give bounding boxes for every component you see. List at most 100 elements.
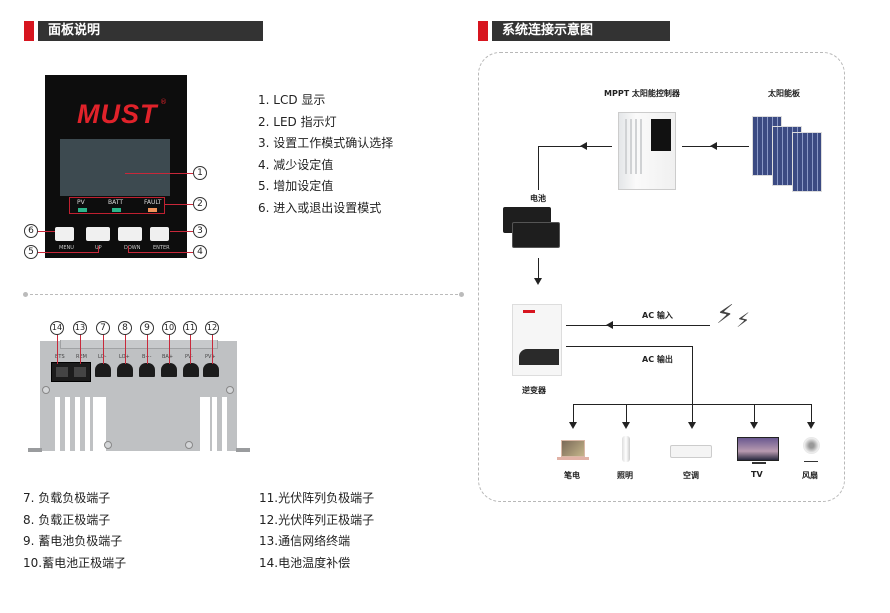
inverter-label: 逆变器: [522, 386, 546, 395]
connector-controller-battery-v: [538, 146, 539, 190]
port-label: LO-: [98, 354, 107, 360]
callout-9: 9: [140, 321, 154, 335]
system-section-header: 系统连接示意图: [478, 21, 670, 41]
appliance-label: 空调: [683, 471, 699, 480]
fan-base: [804, 461, 818, 462]
appliance-label: 照明: [617, 471, 633, 480]
heatsink-fin: [222, 397, 227, 451]
screw-icon: [42, 386, 50, 394]
mount-foot: [236, 448, 250, 452]
callout-line-14: [57, 334, 58, 364]
solar-panel-label: 太阳能板: [768, 89, 800, 98]
connector-ac-output-v: [692, 346, 693, 404]
led-label-batt: BATT: [108, 199, 123, 206]
led-label-pv: PV: [77, 199, 85, 206]
callout-14: 14: [50, 321, 64, 335]
arrow-left-icon: [710, 142, 717, 150]
enter-button: [150, 227, 169, 241]
port-label: REM: [76, 354, 87, 360]
controller-screen: [651, 119, 671, 151]
port-label: PV+: [205, 354, 216, 360]
arrow-down-icon: [688, 422, 696, 429]
legend-item: 2. LED 指示灯: [258, 114, 337, 129]
legend-item: 11.光伏阵列负极端子: [259, 491, 375, 505]
divider-dot-right: [459, 292, 464, 297]
callout-line-12: [212, 334, 213, 364]
lo-minus-port: [95, 363, 111, 377]
port-label: B+-: [142, 354, 151, 360]
legend-item: 7. 负载负极端子: [23, 491, 111, 505]
screw-icon: [185, 441, 193, 449]
legend-item: 14.电池温度补偿: [259, 555, 351, 570]
tv-icon: [737, 437, 779, 461]
arrow-down-icon: [807, 422, 815, 429]
battery-image: [512, 222, 560, 248]
connector-battery-inverter: [538, 258, 539, 282]
light-bulb-icon: [622, 436, 630, 462]
callout-line-5b: [98, 246, 99, 253]
callout-line-7: [103, 334, 104, 364]
callout-line-8: [125, 334, 126, 364]
screw-icon: [104, 441, 112, 449]
callout-line-9: [147, 334, 148, 364]
system-section-title: 系统连接示意图: [492, 21, 670, 41]
branch-line: [811, 404, 812, 424]
callout-line-11: [190, 334, 191, 364]
menu-button: [55, 227, 74, 241]
appliance-label: 笔电: [564, 471, 580, 480]
callout-line-1: [125, 173, 193, 174]
legend-item: 13.通信网络终端: [259, 534, 351, 548]
brand-logo: MUST: [77, 99, 158, 129]
branch-line: [573, 404, 574, 424]
lcd-display: [60, 139, 170, 196]
port-label: BA+: [162, 354, 174, 360]
callout-line-2: [165, 204, 193, 205]
arrow-down-icon: [622, 422, 630, 429]
mppt-controller-image: [618, 112, 676, 190]
appliance-label: TV: [751, 470, 763, 479]
callout-line-5: [38, 252, 98, 253]
panel-section-title: 面板说明: [38, 21, 263, 41]
rj-port-block: [51, 362, 91, 382]
callout-1: 1: [193, 166, 207, 180]
port-label: LO+: [119, 354, 130, 360]
control-panel-image: MUST ® PV BATT FAULT MENU UP DOWN ENTER: [45, 75, 187, 258]
up-button: [86, 227, 110, 241]
terminal-legend-left: 7. 负载负极端子 8. 负载正极端子 9. 蓄电池负极端子 10.蓄电池正极端…: [23, 488, 126, 574]
callout-line-4: [128, 252, 193, 253]
bts-port: [56, 367, 68, 377]
laptop-icon: [561, 440, 585, 457]
legend-item: 3. 设置工作模式确认选择: [258, 136, 394, 150]
legend-item: 1. LCD 显示: [258, 93, 326, 107]
terminal-legend-right: 11.光伏阵列负极端子 12.光伏阵列正极端子 13.通信网络终端 14.电池温…: [259, 488, 374, 574]
heatsink-fin: [85, 397, 90, 451]
led-pv: [78, 208, 87, 212]
power-tower-icon: ⚡: [716, 300, 735, 330]
inverter-display: [519, 349, 559, 365]
callout-4: 4: [193, 245, 207, 259]
ac-input-label: AC 输入: [642, 311, 673, 320]
menu-label: MENU: [59, 245, 74, 251]
heatsink-fin: [65, 397, 70, 451]
fan-icon: [803, 437, 820, 454]
panel-legend-list: 1. LCD 显示 2. LED 指示灯 3. 设置工作模式确认选择 4. 减少…: [258, 90, 393, 219]
connector-controller-battery: [538, 146, 612, 147]
callout-8: 8: [118, 321, 132, 335]
down-label: DOWN: [124, 245, 141, 251]
connector-grid-inverter: [566, 325, 710, 326]
laptop-base: [557, 457, 589, 460]
arrow-down-icon: [534, 278, 542, 285]
pv-minus-port: [183, 363, 199, 377]
screw-icon: [226, 386, 234, 394]
callout-line-6: [38, 231, 55, 232]
header-accent: [24, 21, 34, 41]
ac-output-label: AC 输出: [642, 355, 673, 364]
b-plus-port: [161, 363, 177, 377]
led-label-fault: FAULT: [144, 199, 162, 206]
solar-panel-image: [792, 132, 822, 192]
heatsink-gap: [200, 397, 210, 451]
battery-label: 电池: [530, 194, 546, 203]
callout-5: 5: [24, 245, 38, 259]
section-divider: [25, 294, 463, 295]
rem-port: [74, 367, 86, 377]
